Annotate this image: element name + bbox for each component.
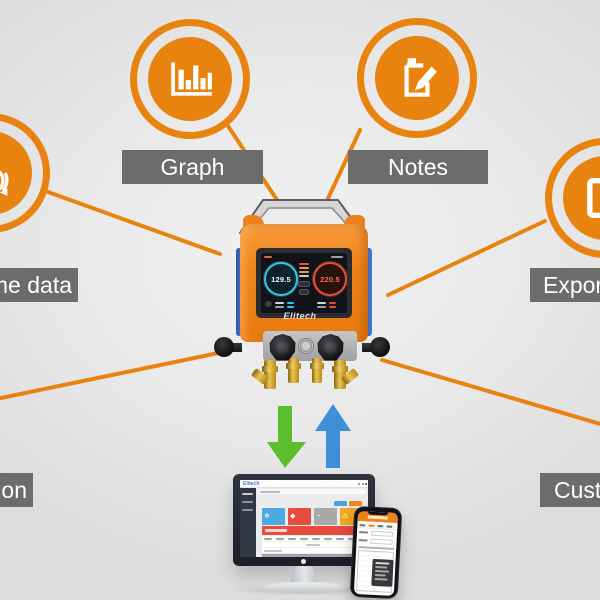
device-screen: 129.5 220.5 <box>261 253 347 313</box>
monitor-base <box>262 582 346 593</box>
graph-label: Graph <box>122 150 263 184</box>
bar-chart-icon <box>148 37 232 121</box>
download-arrow <box>267 406 306 468</box>
section-bar <box>262 554 362 557</box>
software-sidebar <box>240 488 256 557</box>
window-controls-icon <box>358 483 360 485</box>
export-data-label: Export <box>530 268 600 302</box>
right-valve-knob <box>317 334 344 361</box>
monitor-stand <box>290 566 318 584</box>
sync-arrows <box>267 404 351 468</box>
card-cooling-icon: ❄ <box>262 508 285 525</box>
low-pressure-gauge: 129.5 <box>264 262 298 296</box>
right-blue-rail <box>364 248 372 336</box>
high-pressure-value: 220.5 <box>320 274 340 284</box>
smartphone <box>349 505 403 600</box>
brass-fitting <box>288 358 299 383</box>
sight-glass <box>298 338 314 354</box>
bottom-left-label: on <box>0 473 33 507</box>
realtime-document-clock-icon <box>0 131 32 215</box>
card-alarm-icon: ◆ <box>288 508 311 525</box>
monitor-screen: Elitech ❄ ◆ ◔ ⚠ <box>240 480 368 557</box>
software-button-orange <box>349 501 362 506</box>
left-valve-knob <box>269 334 296 361</box>
monitor-power-led <box>301 559 306 564</box>
card-gauge-icon: ◔ <box>314 508 337 525</box>
low-pressure-value: 129.5 <box>271 274 291 284</box>
notes-feature-circle <box>357 18 477 138</box>
high-pressure-gauge: 220.5 <box>313 262 347 296</box>
export-document-icon <box>563 156 600 240</box>
phone-popup <box>371 558 394 587</box>
note-edit-icon <box>375 36 459 120</box>
software-logo: Elitech <box>243 481 260 487</box>
notes-label: Notes <box>348 150 488 184</box>
phone-screen <box>353 511 399 596</box>
upload-arrow <box>315 404 351 468</box>
right-side-knob <box>370 337 390 357</box>
software-button-blue <box>334 501 347 506</box>
realtime-data-label: me data <box>0 268 78 302</box>
brass-fitting <box>312 358 322 383</box>
bottom-right-label: Custom <box>540 473 600 507</box>
alarm-banner <box>262 526 362 535</box>
left-side-knob <box>214 337 234 357</box>
device-brand-logo: Elitech <box>283 311 317 321</box>
graph-feature-circle <box>130 19 250 139</box>
